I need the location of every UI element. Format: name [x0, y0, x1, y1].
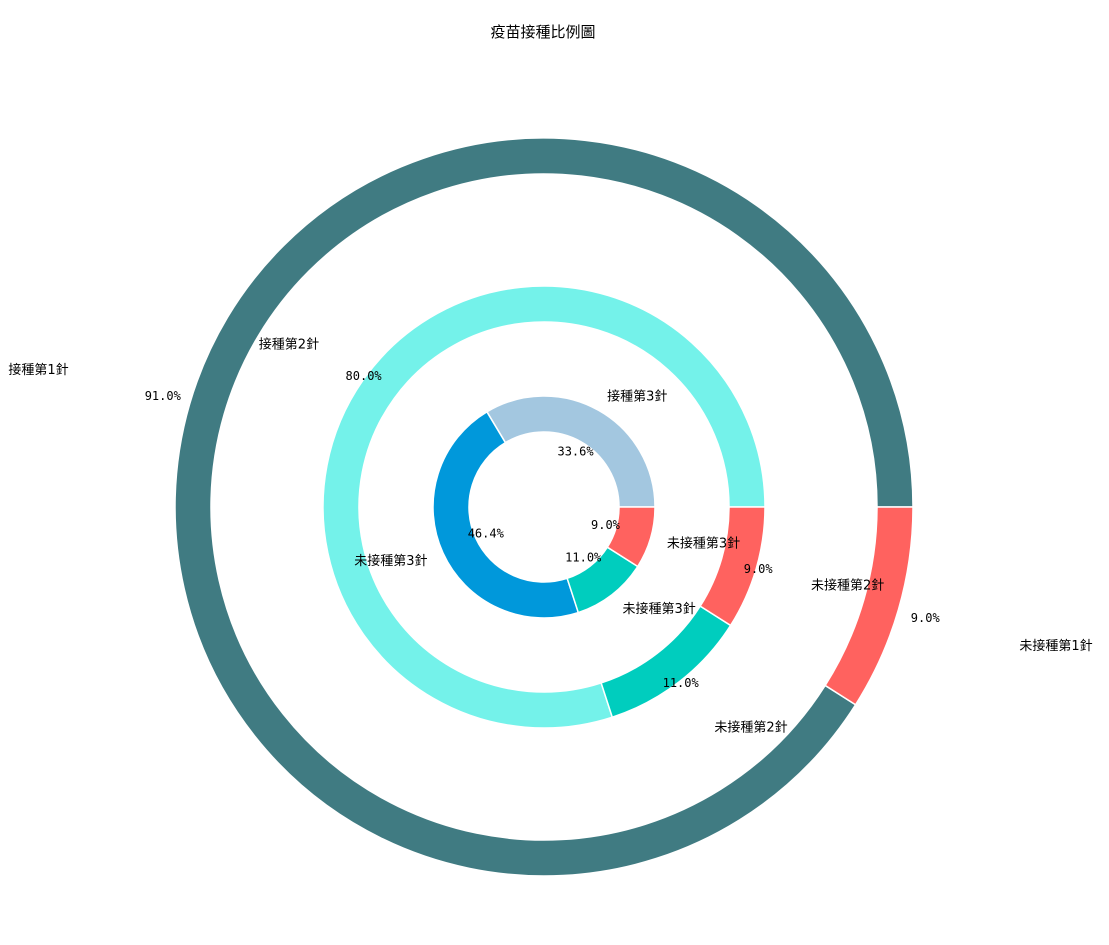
middle-ring-slice-3	[699, 506, 766, 627]
inner-ring-slice-3-percent: 11.0%	[565, 551, 602, 565]
middle-ring-slice-2	[600, 605, 732, 719]
outer-ring-slice-1-percent: 91.0%	[145, 389, 182, 403]
outer-ring-slice-1	[174, 137, 914, 877]
middle-ring-slice-3-percent: 9.0%	[744, 562, 774, 576]
inner-ring-slice-4-label: 未接種第3針	[667, 536, 740, 552]
outer-ring-slice-1-label: 接種第1針	[8, 362, 68, 378]
chart-title: 疫苗接種比例圖	[490, 23, 595, 41]
inner-ring-slice-3-label: 未接種第3針	[622, 601, 695, 617]
labels-layer: 接種第1針 91.0% 未接種第1針 9.0% 接種第2針 80.0% 未接種第2針 11.0…	[8, 337, 1092, 736]
inner-ring-slice-2-label: 未接種第3針	[354, 553, 427, 569]
rings-layer	[174, 137, 914, 877]
outer-ring-slice-2-percent: 9.0%	[911, 611, 941, 625]
inner-ring-slice-1	[485, 395, 656, 508]
middle-ring-slice-1-label: 接種第2針	[259, 337, 319, 353]
middle-ring-slice-2-label: 未接種第2針	[714, 720, 787, 736]
middle-ring-slice-1	[322, 285, 766, 729]
outer-ring-slice-2	[824, 506, 914, 706]
inner-ring-slice-2-percent: 46.4%	[468, 527, 505, 541]
inner-ring-slice-2	[432, 410, 580, 619]
middle-ring-slice-3-label: 未接種第2針	[811, 578, 884, 594]
middle-ring-slice-2-percent: 11.0%	[663, 676, 700, 690]
inner-ring-slice-1-label: 接種第3針	[607, 389, 667, 405]
middle-ring-slice-1-percent: 80.0%	[346, 369, 383, 383]
inner-ring-slice-4-percent: 9.0%	[591, 518, 621, 532]
inner-ring-slice-1-percent: 33.6%	[557, 444, 594, 458]
outer-ring-slice-2-label: 未接種第1針	[1019, 638, 1092, 654]
inner-ring-slice-4	[606, 506, 656, 568]
